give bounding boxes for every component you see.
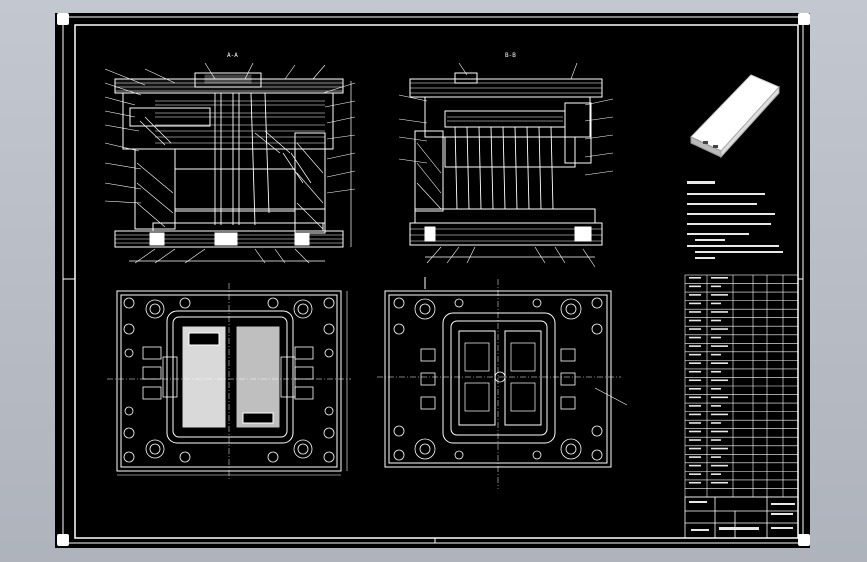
- bom-cell-text: [711, 430, 728, 433]
- bom-cell-text: [711, 422, 721, 424]
- svg-text:B-B: B-B: [505, 52, 516, 59]
- bom-cell-text: [711, 285, 721, 288]
- main-section-view: A-A: [104, 52, 356, 264]
- inner-border: [74, 24, 799, 539]
- bom-cell-text: [689, 294, 701, 296]
- bom-table: [684, 274, 799, 498]
- bom-cell-text: [689, 413, 701, 416]
- bom-cell-text: [711, 447, 728, 450]
- technical-notes: [687, 181, 783, 259]
- bom-cell-text: [689, 439, 701, 441]
- bom-cell-text: [711, 405, 721, 407]
- bom-cell-text: [689, 473, 701, 475]
- bom-cell-text: [711, 413, 728, 416]
- bom-cell-text: [711, 336, 721, 339]
- outer-frame: [62, 16, 804, 544]
- bom-cell-text: [689, 328, 701, 330]
- bom-cell-text: [689, 277, 701, 279]
- bom-cell-text: [689, 464, 701, 467]
- drawing-sheet: A-A: [55, 13, 810, 548]
- fixed-half-plan-view: [377, 277, 628, 489]
- bom-cell-text: [711, 439, 721, 441]
- bom-cell-text: [689, 362, 701, 364]
- bom-cell-text: [711, 277, 728, 279]
- bom-cell-text: [689, 396, 701, 399]
- bom-cell-text: [711, 362, 728, 364]
- svg-text:A-A: A-A: [227, 52, 238, 59]
- bom-cell-text: [689, 447, 701, 450]
- bom-cell-text: [689, 370, 701, 373]
- bom-cell-text: [711, 370, 721, 373]
- bom-cell-text: [689, 302, 701, 305]
- part-isometric-view: [690, 74, 780, 159]
- sheet-corner-marker: [798, 13, 810, 25]
- bom-cell-text: [689, 481, 701, 484]
- sheet-corner-marker: [57, 13, 69, 25]
- bom-cell-text: [689, 388, 701, 390]
- bom-cell-text: [711, 473, 721, 475]
- bom-cell-text: [711, 379, 728, 382]
- bom-cell-text: [689, 345, 701, 347]
- side-section-view: B-B: [398, 52, 614, 268]
- title-block: [684, 496, 799, 539]
- sheet-corner-marker: [57, 534, 69, 546]
- bom-cell-text: [711, 345, 728, 347]
- bom-cell-text: [711, 353, 721, 356]
- bom-cell-text: [711, 396, 728, 399]
- bom-cell-text: [711, 311, 728, 313]
- bom-cell-text: [689, 353, 701, 356]
- bom-cell-text: [711, 481, 728, 484]
- bom-cell-text: [711, 294, 728, 296]
- bom-cell-text: [689, 285, 701, 288]
- sheet-corner-marker: [798, 534, 810, 546]
- bom-cell-text: [689, 456, 701, 458]
- bom-cell-text: [689, 336, 701, 339]
- bom-cell-text: [689, 430, 701, 433]
- bom-cell-text: [711, 328, 728, 330]
- bom-cell-text: [711, 319, 721, 322]
- bom-cell-text: [689, 379, 701, 382]
- moving-half-plan-view: [107, 283, 351, 481]
- bom-cell-text: [689, 422, 701, 424]
- bom-cell-text: [689, 405, 701, 407]
- bom-cell-text: [689, 319, 701, 322]
- cad-drawing: A-A: [62, 16, 804, 544]
- bom-cell-text: [689, 311, 701, 313]
- bom-cell-text: [711, 388, 721, 390]
- bom-cell-text: [711, 302, 721, 305]
- bom-cell-text: [711, 464, 728, 467]
- bom-cell-text: [711, 456, 721, 458]
